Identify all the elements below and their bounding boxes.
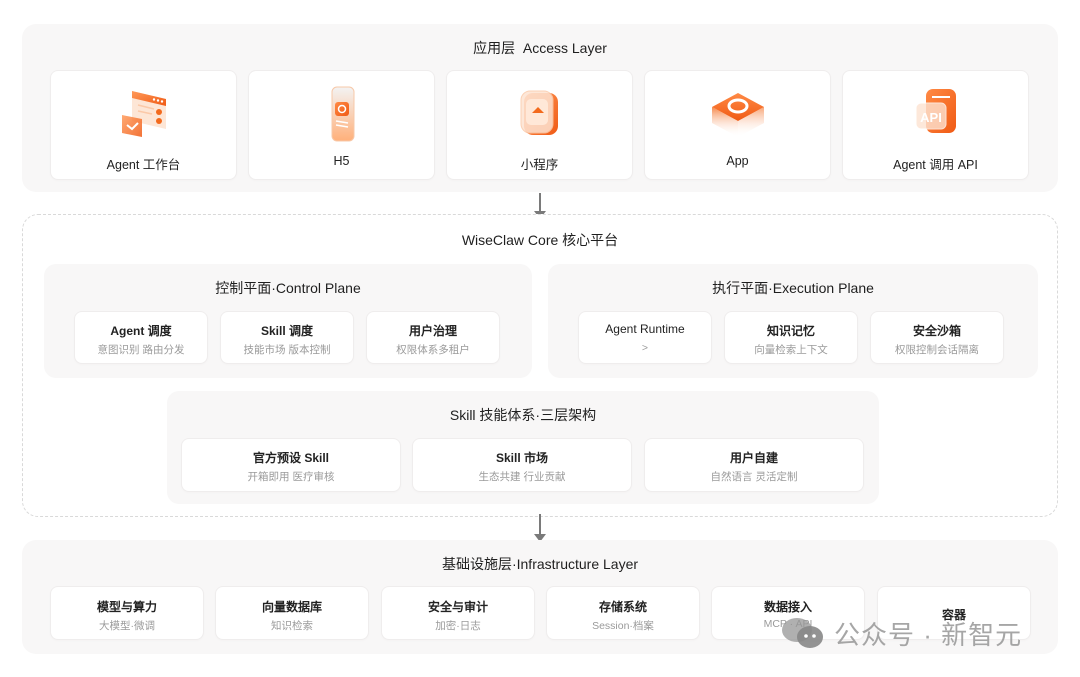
- skill-card-official: 官方预设 Skill 开箱即用 医疗审核: [181, 438, 401, 492]
- skill-card-user-built: 用户自建 自然语言 灵活定制: [644, 438, 864, 492]
- execution-plane-title: 执行平面·Execution Plane: [712, 280, 874, 296]
- access-card-api: API Agent 调用 API: [842, 70, 1029, 180]
- card-title: 安全与审计: [427, 600, 488, 614]
- card-title: 用户自建: [729, 451, 778, 465]
- access-card-label: App: [726, 154, 749, 168]
- card-subtitle: 知识检索: [271, 620, 313, 632]
- card-subtitle: 开箱即用 医疗审核: [247, 471, 335, 483]
- watermark: 公众号 · 新智元: [780, 613, 1022, 653]
- watermark-text: 公众号 · 新智元: [834, 619, 1023, 650]
- card-title: Agent 调度: [110, 324, 172, 338]
- access-layer-title: 应用层 Access Layer: [473, 40, 607, 56]
- card-subtitle: 大模型·微调: [99, 620, 155, 632]
- access-layer: 应用层 Access Layer Agent 工作台: [22, 24, 1058, 192]
- access-card-label: Agent 工作台: [106, 158, 181, 172]
- svg-text:API: API: [920, 110, 942, 125]
- infrastructure-layer: 基础设施层·Infrastructure Layer 模型与算力 大模型·微调 …: [22, 540, 1058, 654]
- infra-card-model-compute: 模型与算力 大模型·微调: [50, 586, 204, 640]
- card-subtitle: 意图识别 路由分发: [97, 344, 185, 356]
- infra-card-container: 容器: [877, 586, 1031, 640]
- skill-system: Skill 技能体系·三层架构 官方预设 Skill 开箱即用 医疗审核 Ski…: [167, 391, 879, 504]
- access-card-agent-workbench: Agent 工作台: [50, 70, 237, 180]
- control-plane-title: 控制平面·Control Plane: [215, 280, 361, 296]
- infra-card-storage: 存储系统 Session·档案: [546, 586, 700, 640]
- card-title: 向量数据库: [261, 600, 322, 614]
- card-title: 官方预设 Skill: [252, 451, 329, 465]
- card-subtitle: 权限控制会话隔离: [895, 344, 979, 356]
- infra-card-vector-db: 向量数据库 知识检索: [215, 586, 369, 640]
- access-card-label: 小程序: [520, 158, 559, 172]
- access-card-label: H5: [333, 154, 350, 168]
- flow-arrow-core-to-infra: [534, 514, 546, 542]
- card-title: 容器: [941, 608, 966, 622]
- app-cube-icon: [711, 93, 764, 137]
- card-title: 数据接入: [763, 600, 812, 614]
- card-subtitle: 自然语言 灵活定制: [710, 471, 798, 483]
- control-card-agent-scheduling: Agent 调度 意图识别 路由分发: [74, 311, 208, 364]
- card-title: Agent Runtime: [605, 322, 685, 336]
- execution-card-security-sandbox: 安全沙箱 权限控制会话隔离: [870, 311, 1004, 364]
- card-title: 模型与算力: [96, 600, 157, 614]
- access-card-h5: H5: [248, 70, 435, 180]
- card-title: Skill 调度: [260, 324, 313, 338]
- wechat-icon: [782, 618, 823, 648]
- core-platform-title: WiseClaw Core 核心平台: [461, 232, 619, 248]
- card-subtitle: 技能市场 版本控制: [243, 344, 331, 356]
- card-title: 用户治理: [408, 324, 457, 338]
- execution-card-agent-runtime: Agent Runtime >: [578, 311, 712, 364]
- core-platform: WiseClaw Core 核心平台 控制平面·Control Plane Ag…: [22, 214, 1058, 517]
- api-icon: API: [915, 89, 956, 133]
- access-card-label: Agent 调用 API: [893, 158, 978, 172]
- card-subtitle: 生态共建 行业贡献: [478, 471, 566, 483]
- skill-system-title: Skill 技能体系·三层架构: [449, 407, 597, 423]
- access-card-app: App: [644, 70, 831, 180]
- card-subtitle: >: [641, 342, 649, 354]
- card-subtitle: Session·档案: [592, 620, 654, 632]
- execution-plane: 执行平面·Execution Plane Agent Runtime > 知识记…: [548, 264, 1038, 378]
- infrastructure-layer-title: 基础设施层·Infrastructure Layer: [441, 556, 639, 572]
- mini-program-icon: [520, 90, 558, 135]
- workbench-window-icon: [121, 91, 166, 137]
- skill-card-market: Skill 市场 生态共建 行业贡献: [412, 438, 632, 492]
- card-subtitle: 加密·日志: [435, 620, 481, 632]
- execution-card-knowledge-memory: 知识记忆 向量检索上下文: [724, 311, 858, 364]
- card-title: 知识记忆: [766, 324, 815, 338]
- infra-card-security-audit: 安全与审计 加密·日志: [381, 586, 535, 640]
- card-title: 存储系统: [598, 600, 647, 614]
- control-card-user-governance: 用户治理 权限体系多租户: [366, 311, 500, 364]
- access-card-mini-program: 小程序: [446, 70, 633, 180]
- control-card-skill-scheduling: Skill 调度 技能市场 版本控制: [220, 311, 354, 364]
- card-subtitle: 向量检索上下文: [754, 344, 828, 356]
- card-title: 安全沙箱: [912, 324, 961, 338]
- control-plane: 控制平面·Control Plane Agent 调度 意图识别 路由分发 Sk…: [44, 264, 532, 378]
- card-title: Skill 市场: [495, 451, 548, 465]
- card-subtitle: 权限体系多租户: [396, 344, 470, 356]
- mobile-phone-icon: [331, 86, 354, 142]
